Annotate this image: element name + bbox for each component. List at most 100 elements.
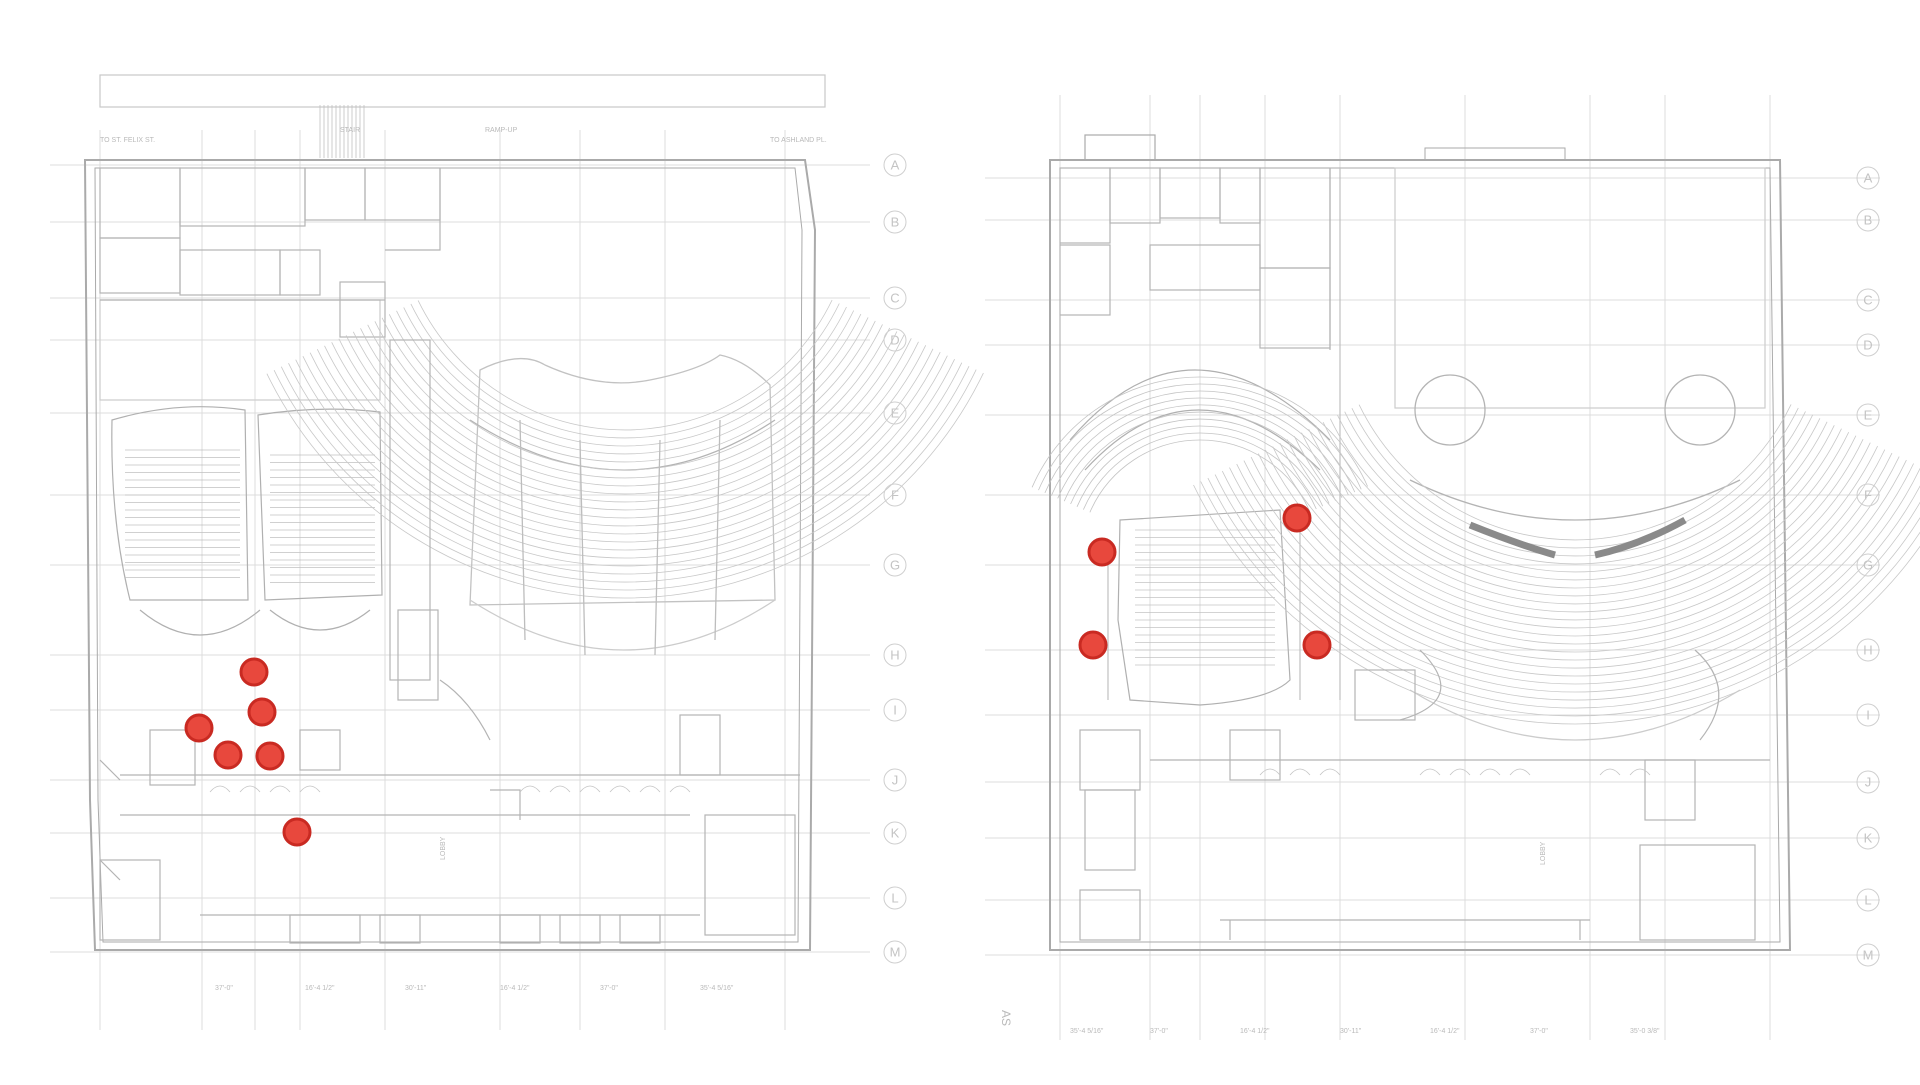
stair-label: STAIR: [340, 127, 360, 134]
left-lobby: [120, 775, 800, 943]
grid-label-h: H: [1863, 643, 1872, 658]
left-back-of-house: [100, 168, 440, 400]
grid-label-c: C: [1863, 293, 1872, 308]
grid-label-a: A: [1864, 171, 1873, 186]
grid-label-i: I: [1866, 708, 1870, 723]
left-floor-plan: TO ST. FELIX ST. TO ASHLAND PL. STAIR RA…: [50, 75, 983, 1030]
door-swing: [210, 786, 230, 792]
street-right-label: TO ASHLAND PL.: [770, 137, 827, 144]
grid-label-k: K: [1864, 831, 1873, 846]
dimension-label: 16'-4 1/2": [1240, 1028, 1270, 1035]
location-marker: [241, 659, 267, 685]
door-swing: [640, 786, 660, 792]
right-dimension-labels: 35'-4 5/16" 37'-0" 16'-4 1/2" 30'-11" 16'-4 …: [1070, 1028, 1660, 1035]
grid-label-m: M: [890, 945, 901, 960]
seat-row: [1273, 446, 1878, 636]
door-swing: [1480, 769, 1500, 775]
location-marker: [1080, 632, 1106, 658]
door-swing: [610, 786, 630, 792]
seat-row: [1266, 450, 1885, 644]
ramp-label: RAMP-UP: [485, 127, 518, 134]
door-swing: [550, 786, 570, 792]
door-swing: [520, 786, 540, 792]
dimension-label: 16'-4 1/2": [500, 985, 530, 992]
left-small-theater: [112, 407, 382, 635]
grid-label-f: F: [891, 488, 899, 503]
dimension-label: 16'-4 1/2": [305, 985, 335, 992]
dimension-label: 37'-0": [1150, 1028, 1168, 1035]
grid-label-a: A: [891, 158, 900, 173]
grid-label-d: D: [890, 333, 899, 348]
right-lobby: [1150, 760, 1770, 940]
left-main-auditorium: [267, 300, 984, 655]
seat-row: [325, 345, 926, 534]
seat-row: [353, 331, 897, 502]
seat-row: [404, 307, 847, 446]
door-swing: [1260, 769, 1280, 775]
seat-row: [274, 370, 976, 590]
left-markers: [186, 659, 310, 845]
seat-row: [1222, 471, 1920, 693]
grid-label-f: F: [1864, 488, 1872, 503]
grid-label-l: L: [1864, 893, 1871, 908]
dimension-label: 16'-4 1/2": [1430, 1028, 1460, 1035]
left-dimension-labels: 37'-0"16'-4 1/2"30'-11"16'-4 1/2"37'-0"3…: [215, 985, 734, 992]
right-main-auditorium: [1194, 375, 1920, 740]
grid-label-d: D: [1863, 338, 1872, 353]
seat-row: [296, 359, 955, 566]
door-swing: [1450, 769, 1470, 775]
seat-row: [1309, 429, 1842, 596]
right-recital-hall: [1108, 510, 1300, 705]
location-marker: [1089, 539, 1115, 565]
grid-label-e: E: [1864, 408, 1873, 423]
seat-row: [389, 314, 861, 462]
door-swing: [1510, 769, 1530, 775]
grid-label-j: J: [1865, 775, 1872, 790]
door-swing: [1600, 769, 1620, 775]
dimension-label: 37'-0": [215, 985, 233, 992]
seat-row: [1338, 415, 1813, 564]
location-marker: [1284, 505, 1310, 531]
seat-row: [332, 342, 919, 526]
right-lobby-label: LOBBY: [1540, 841, 1547, 865]
dimension-label: 35'-0 3/8": [1630, 1028, 1660, 1035]
location-marker: [284, 819, 310, 845]
door-swing: [270, 786, 290, 792]
north-mark: AS: [999, 1010, 1013, 1026]
door-swing: [300, 786, 320, 792]
dimension-label: 35'-4 5/16": [700, 985, 734, 992]
left-grid-lines: [50, 130, 870, 1030]
stage-edge-left: [1470, 525, 1555, 555]
grid-label-c: C: [890, 291, 899, 306]
grid-label-b: B: [891, 215, 900, 230]
seat-row: [1287, 439, 1863, 620]
dimension-label: 30'-11": [405, 985, 427, 992]
seat-row: [1280, 443, 1870, 628]
door-swing: [580, 786, 600, 792]
door-swing: [1290, 769, 1310, 775]
location-marker: [249, 699, 275, 725]
seat-row: [411, 304, 839, 438]
seat-row: [1294, 436, 1856, 612]
location-marker: [257, 743, 283, 769]
door-swing: [670, 786, 690, 792]
location-marker: [215, 742, 241, 768]
door-swing: [240, 786, 260, 792]
seat-row: [1352, 408, 1798, 548]
grid-label-m: M: [1863, 948, 1874, 963]
grid-label-l: L: [891, 891, 898, 906]
door-swing: [1320, 769, 1340, 775]
dimension-label: 35'-4 5/16": [1070, 1028, 1104, 1035]
door-swing: [1420, 769, 1440, 775]
grid-label-g: G: [890, 558, 900, 573]
grid-label-h: H: [890, 648, 899, 663]
seat-row: [361, 328, 890, 494]
dimension-label: 30'-11": [1340, 1028, 1362, 1035]
grid-label-b: B: [1864, 213, 1873, 228]
seat-row: [317, 349, 933, 542]
grid-label-j: J: [892, 773, 899, 788]
